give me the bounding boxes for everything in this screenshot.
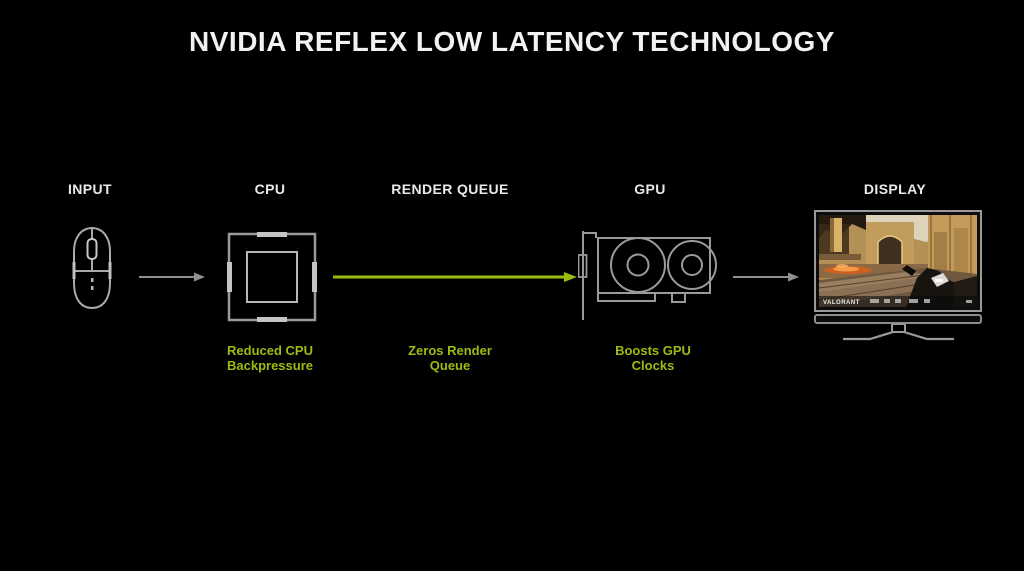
stage-label-input: INPUT [68, 181, 112, 197]
monitor-soundbar [814, 314, 982, 324]
arrow-input-to-cpu-icon [139, 272, 205, 282]
stage-label-cpu: CPU [254, 181, 286, 197]
caption-cpu: Reduced CPU Backpressure [227, 343, 313, 373]
hud-icons [870, 299, 972, 303]
caption-gpu-line1: Boosts GPU [615, 343, 691, 358]
cpu-chip-icon [227, 232, 317, 322]
valorant-logo: VALORANT [823, 300, 860, 306]
stage-label-render-queue: RENDER QUEUE [391, 181, 509, 197]
caption-cpu-line1: Reduced CPU [227, 343, 313, 358]
caption-cpu-line2: Backpressure [227, 358, 313, 373]
page-title: NVIDIA REFLEX LOW LATENCY TECHNOLOGY [189, 26, 835, 57]
caption-render-queue: Zeros Render Queue [408, 343, 492, 373]
caption-render-queue-line2: Queue [429, 358, 471, 373]
game-screenshot: VALORANT [818, 215, 977, 307]
arrow-gpu-to-display-icon [733, 272, 799, 282]
stage-label-gpu: GPU [634, 181, 666, 197]
caption-gpu-line2: Clocks [631, 358, 675, 373]
monitor-icon: VALORANT [814, 210, 982, 312]
mouse-icon [72, 226, 112, 310]
stage-label-display: DISPLAY [863, 181, 927, 197]
caption-gpu: Boosts GPU Clocks [615, 343, 691, 373]
caption-render-queue-line1: Zeros Render [408, 343, 492, 358]
monitor-stand-icon [843, 324, 954, 341]
gpu-card-icon [578, 231, 717, 320]
render-queue-green-arrow-icon [333, 272, 577, 282]
